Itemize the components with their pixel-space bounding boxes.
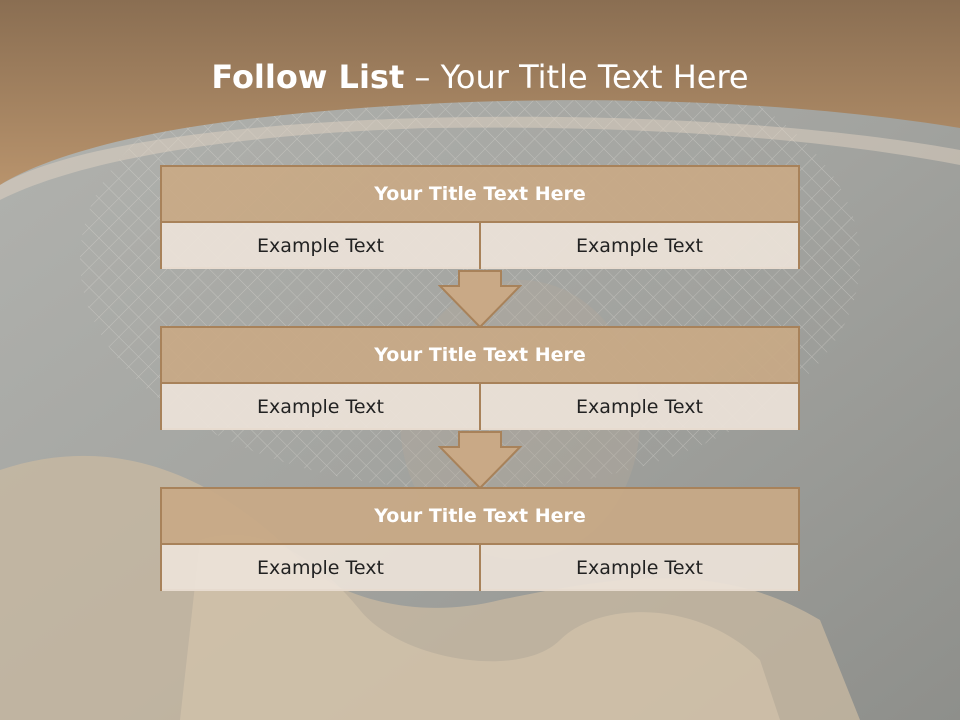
step-title-2: Your Title Text Here xyxy=(162,328,798,384)
down-arrow-icon-2 xyxy=(438,431,522,489)
step-title-3: Your Title Text Here xyxy=(162,489,798,545)
step-2-right-text: Example Text xyxy=(479,384,798,430)
step-title-1: Your Title Text Here xyxy=(162,167,798,223)
step-row-1: Example Text Example Text xyxy=(162,223,798,269)
step-box-3: Your Title Text Here Example Text Exampl… xyxy=(160,487,800,591)
step-box-2: Your Title Text Here Example Text Exampl… xyxy=(160,326,800,430)
down-arrow-icon-1 xyxy=(438,270,522,328)
step-3-right-text: Example Text xyxy=(479,545,798,591)
slide-title: Follow List – Your Title Text Here xyxy=(0,52,960,102)
step-2-left-text: Example Text xyxy=(162,384,479,430)
step-row-3: Example Text Example Text xyxy=(162,545,798,591)
step-row-2: Example Text Example Text xyxy=(162,384,798,430)
slide-title-bold: Follow List xyxy=(211,58,405,96)
slide-title-rest: – Your Title Text Here xyxy=(404,58,749,96)
step-1-right-text: Example Text xyxy=(479,223,798,269)
step-1-left-text: Example Text xyxy=(162,223,479,269)
step-box-1: Your Title Text Here Example Text Exampl… xyxy=(160,165,800,269)
step-3-left-text: Example Text xyxy=(162,545,479,591)
